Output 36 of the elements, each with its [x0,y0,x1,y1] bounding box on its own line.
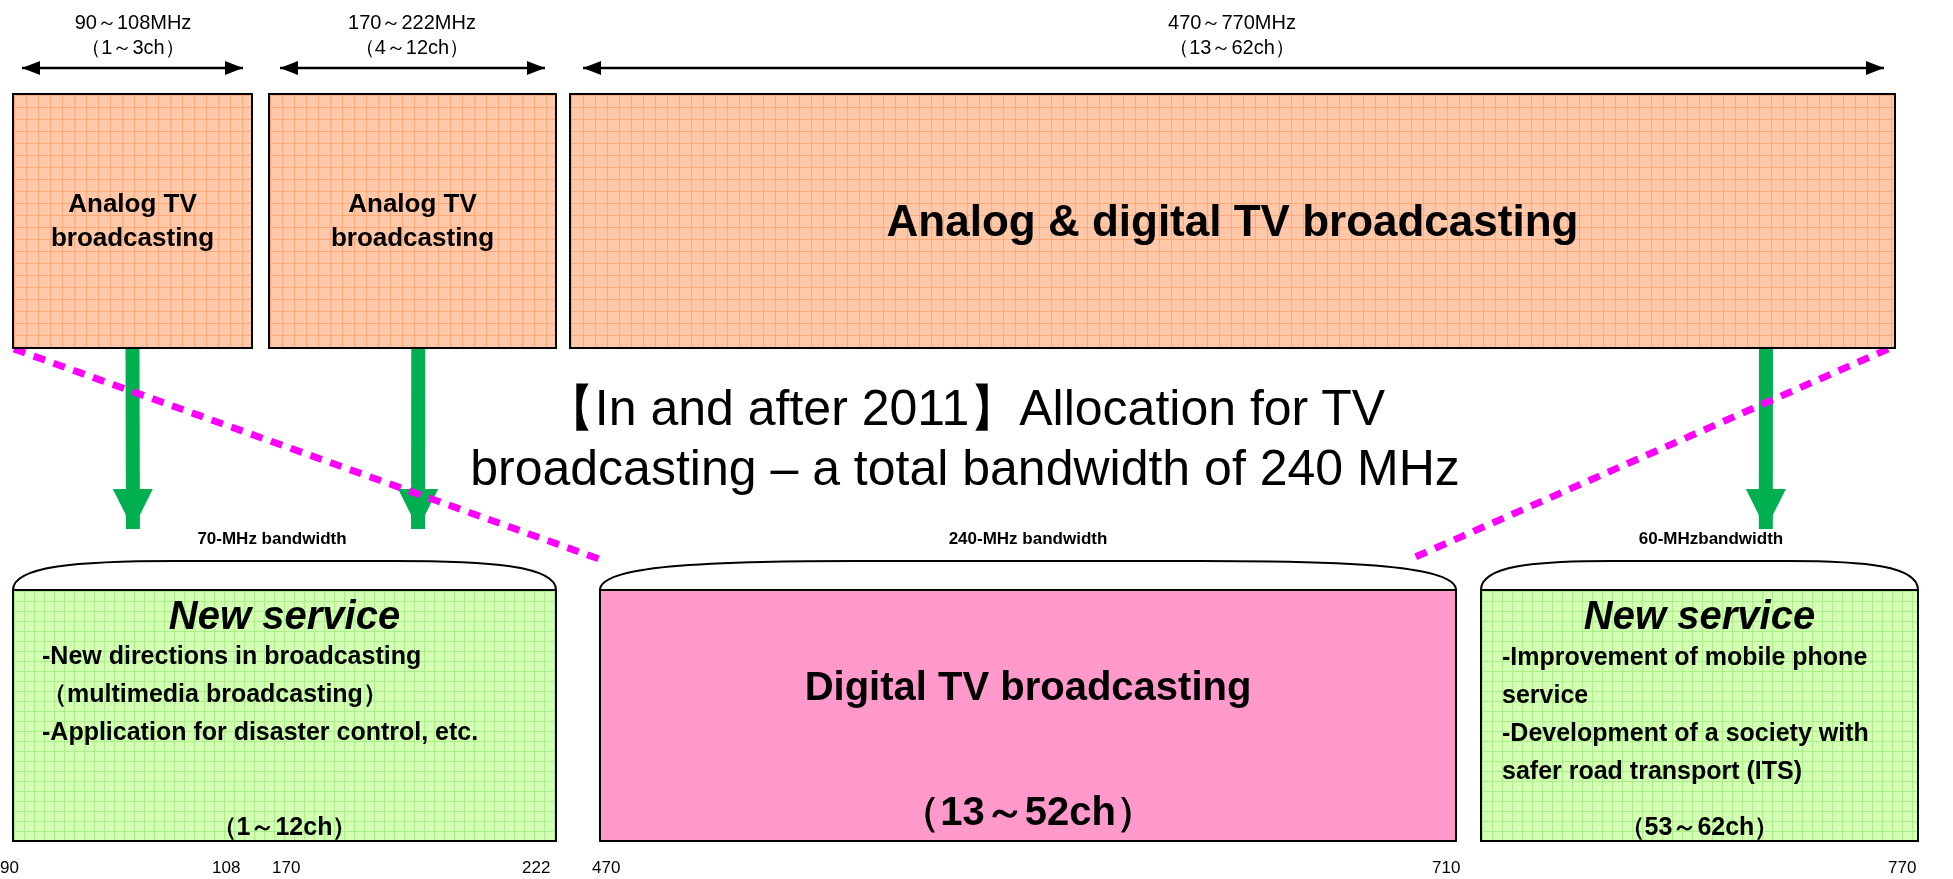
axis-value: 90 [0,858,19,878]
axis-value: 710 [1432,858,1461,878]
panel-heading: New service [1582,592,1817,639]
axis-value: 222 [522,858,551,878]
axis-value: 170 [272,858,301,878]
band-box [12,93,253,349]
band-box [569,93,1896,349]
title: 【In and after 2011】Allocation for TV broadcasting – a total bandwidth of 240 MHz [469,379,1461,498]
box-label: Analog TV broadcasting [329,187,496,254]
bandwidth-label: 60-MHzbandwidth [1637,528,1785,550]
box-label: Analog & digital TV broadcasting [885,195,1580,248]
frequency-label: 90～108MHz [73,10,193,34]
arrow [112,348,153,530]
panel-label: （13～52ch） [899,788,1157,835]
frequency-label: 470～770MHz [1167,10,1297,34]
channel-range: （53～62ch） [1618,811,1781,842]
bullet-text: -New directions in broadcasting （multimedia broadcasting） [42,640,423,709]
band-box [268,93,557,349]
panel-heading: New service [167,592,402,639]
bullet-text: -Development of a society with safer road transport (ITS) [1502,717,1870,786]
arrow [1745,349,1786,529]
bandwidth-label: 70-MHz bandwidth [196,528,348,550]
box-label: Analog TV broadcasting [49,187,216,254]
arrow [398,349,439,530]
axis-value: 108 [212,858,241,878]
bullet-text: -Application for disaster control, etc. [42,716,480,747]
bullet-text: -Improvement of mobile phone service [1502,641,1869,710]
frequency-label: 170～222MHz [347,10,477,34]
channel-range: （1～12ch） [210,811,359,842]
frequency-label: （4～12ch） [353,35,471,59]
axis-value: 470 [592,858,621,878]
frequency-label: （13～62ch） [1168,35,1296,59]
panel-label: Digital TV broadcasting [803,663,1253,710]
axis-value: 770 [1888,858,1917,878]
bandwidth-label: 240-MHz bandwidth [947,528,1109,550]
frequency-label: （1～3ch） [80,35,186,59]
